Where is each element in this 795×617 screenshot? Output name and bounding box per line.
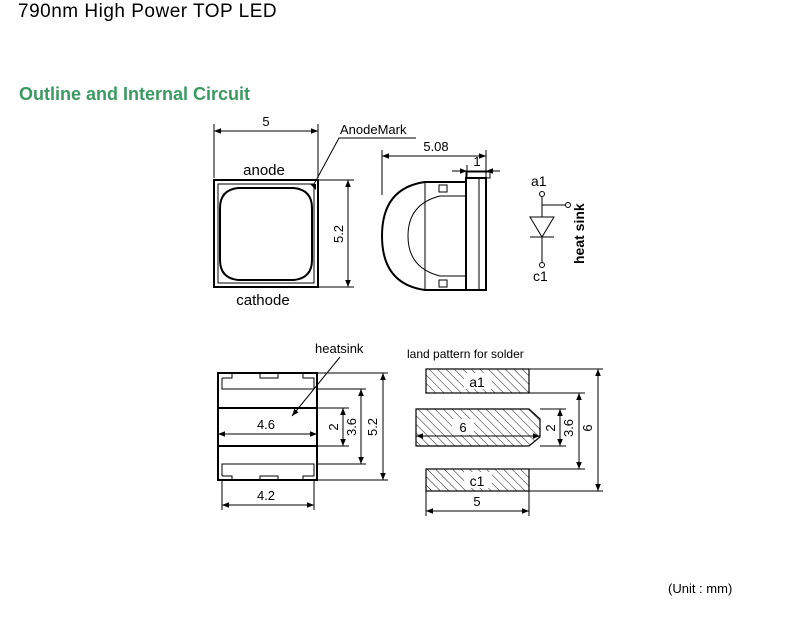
top-view-body bbox=[213, 179, 319, 288]
land-pad-c1-label: c1 bbox=[470, 473, 485, 489]
dim-flange-label: 1 bbox=[473, 154, 480, 169]
label-anode-mark: AnodeMark bbox=[340, 122, 407, 137]
internal-circuit: a1 c1 heat sink bbox=[529, 173, 587, 284]
dim-land-center-height-label: 2 bbox=[543, 424, 558, 431]
label-heatsink: heatsink bbox=[315, 341, 364, 356]
heatsink-leader bbox=[291, 356, 341, 417]
dim-land-inner-label: 3.6 bbox=[561, 419, 576, 437]
land-pattern: land pattern for solder a1 6 c1 2 3.6 6 bbox=[407, 347, 603, 516]
dim-land-pad-width-label: 5 bbox=[473, 494, 480, 509]
unit-note: (Unit : mm) bbox=[668, 581, 733, 596]
dim-body-width-label: 4.2 bbox=[257, 488, 275, 503]
side-view: 5.08 1 bbox=[380, 139, 500, 291]
dim-overall-label: 5.08 bbox=[423, 139, 448, 154]
anode-mark-notch bbox=[310, 184, 316, 190]
land-pad-a1-label: a1 bbox=[469, 374, 485, 390]
label-anode: anode bbox=[243, 162, 285, 179]
anode-mark-leader bbox=[312, 137, 416, 187]
bottom-view: heatsink 4.6 2 3.6 5.2 4.2 bbox=[217, 341, 388, 510]
top-view: 5 5.2 anode cathode AnodeMark bbox=[213, 114, 416, 309]
dim-pad-height-label: 2 bbox=[326, 423, 341, 430]
label-cathode: cathode bbox=[236, 292, 289, 309]
diode-symbol bbox=[529, 216, 555, 238]
land-pattern-title: land pattern for solder bbox=[407, 347, 524, 361]
section-title: Outline and Internal Circuit bbox=[19, 84, 251, 104]
label-heat-sink: heat sink bbox=[571, 203, 587, 264]
land-pad-center bbox=[415, 408, 541, 447]
dim-outer-label: 5.2 bbox=[365, 418, 380, 436]
dim-height-label: 5.2 bbox=[331, 225, 346, 243]
top-view-lens bbox=[219, 187, 313, 281]
side-view-dome bbox=[380, 181, 466, 291]
side-view-flange bbox=[465, 177, 487, 291]
dim-inner-label: 3.6 bbox=[344, 418, 359, 436]
page-title: 790nm High Power TOP LED bbox=[18, 1, 278, 22]
dim-land-outer-label: 6 bbox=[580, 424, 595, 431]
label-a1: a1 bbox=[531, 173, 547, 189]
terminal-heat-sink bbox=[565, 202, 571, 208]
terminal-a1 bbox=[539, 191, 545, 197]
dim-center-width-label: 6 bbox=[459, 420, 466, 435]
label-c1: c1 bbox=[533, 268, 548, 284]
dim-width-label: 5 bbox=[262, 114, 269, 129]
bottom-view-heatsink-pad bbox=[217, 407, 318, 447]
dim-pad-width-label: 4.6 bbox=[257, 417, 275, 432]
terminal-c1 bbox=[539, 262, 545, 268]
